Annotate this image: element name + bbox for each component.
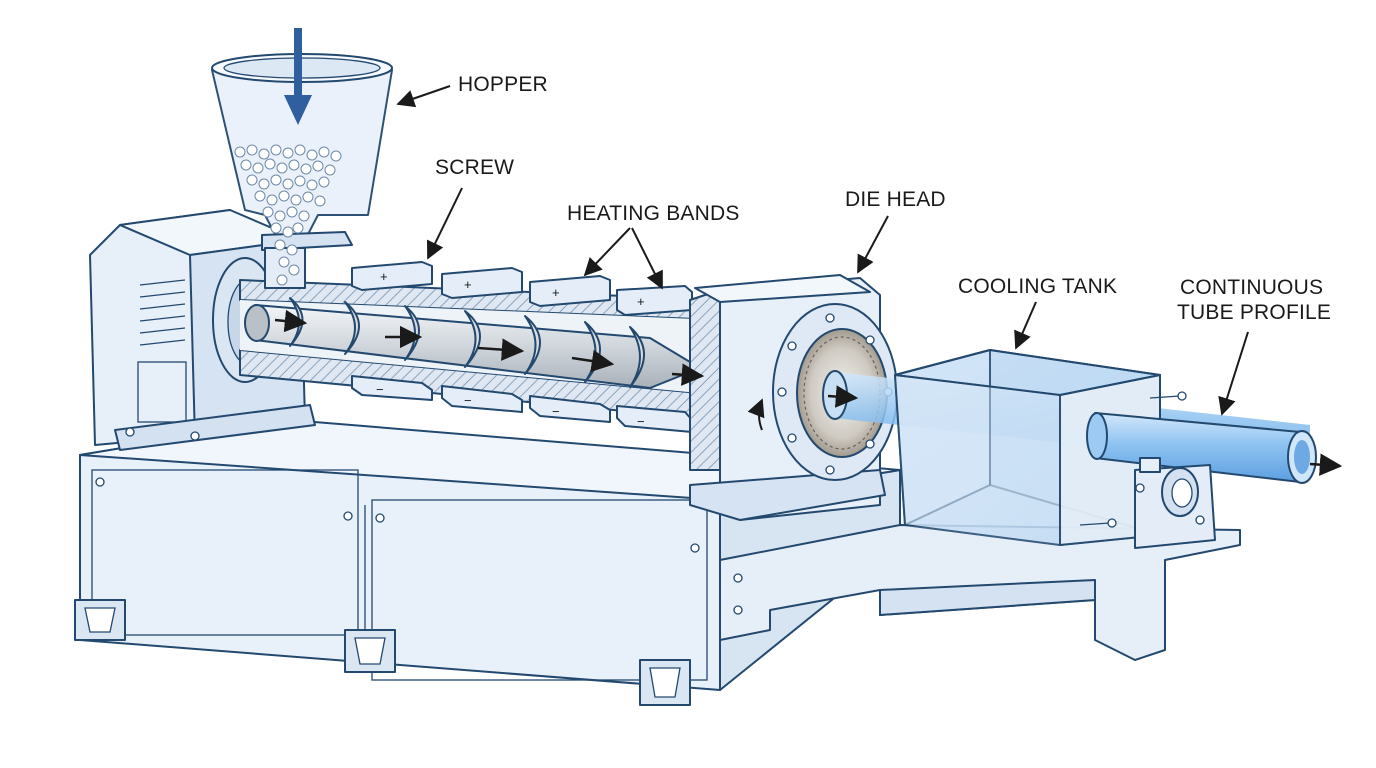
tube-support (1134, 457, 1216, 549)
callout-screw: SCREW (426, 156, 514, 260)
tube-outside (1086, 412, 1317, 484)
band-mark: − (552, 404, 560, 419)
band-mark: − (376, 382, 384, 397)
heating-band-top-3: + (529, 275, 611, 307)
heating-band-top-4: + (616, 285, 693, 316)
label-cooling-tank: COOLING TANK (958, 275, 1117, 298)
heating-band-bottom-1: − (351, 375, 433, 401)
heating-band-top-2: + (441, 267, 523, 299)
callout-die-head: DIE HEAD (845, 188, 946, 274)
screw (244, 297, 701, 389)
callout-hopper: HOPPER (396, 73, 548, 108)
label-tube-profile-line2: TUBE PROFILE (1177, 301, 1331, 324)
heating-band-top-1: + (351, 261, 433, 291)
plastic-pellets (234, 144, 342, 286)
feed-arrow (284, 28, 312, 125)
heating-bands: + + + + − − − − (351, 261, 693, 433)
flow-arrows (274, 309, 1343, 476)
band-mark: + (637, 294, 645, 309)
band-mark: + (464, 277, 472, 292)
cooling-tank-stand (719, 524, 1241, 661)
heating-band-bottom-3: − (529, 395, 611, 423)
band-mark: − (464, 393, 472, 408)
label-die-head: DIE HEAD (845, 188, 946, 211)
callouts: HOPPER SCREW HEATING BANDS DIE HEAD COOL… (396, 73, 1331, 416)
label-screw: SCREW (435, 156, 514, 179)
machine-base (74, 419, 901, 706)
label-tube-profile-line1: CONTINUOUS (1180, 276, 1323, 299)
callout-tube-profile: CONTINUOUS TUBE PROFILE (1177, 276, 1331, 416)
heating-band-bottom-2: − (441, 385, 523, 413)
label-hopper: HOPPER (458, 73, 548, 96)
band-mark: − (637, 414, 645, 429)
callout-heating-bands: HEATING BANDS (567, 202, 740, 290)
label-heating-bands: HEATING BANDS (567, 202, 740, 225)
band-mark: + (552, 285, 560, 300)
band-mark: + (380, 269, 388, 284)
callout-cooling-tank: COOLING TANK (958, 275, 1117, 350)
hopper (211, 28, 393, 289)
